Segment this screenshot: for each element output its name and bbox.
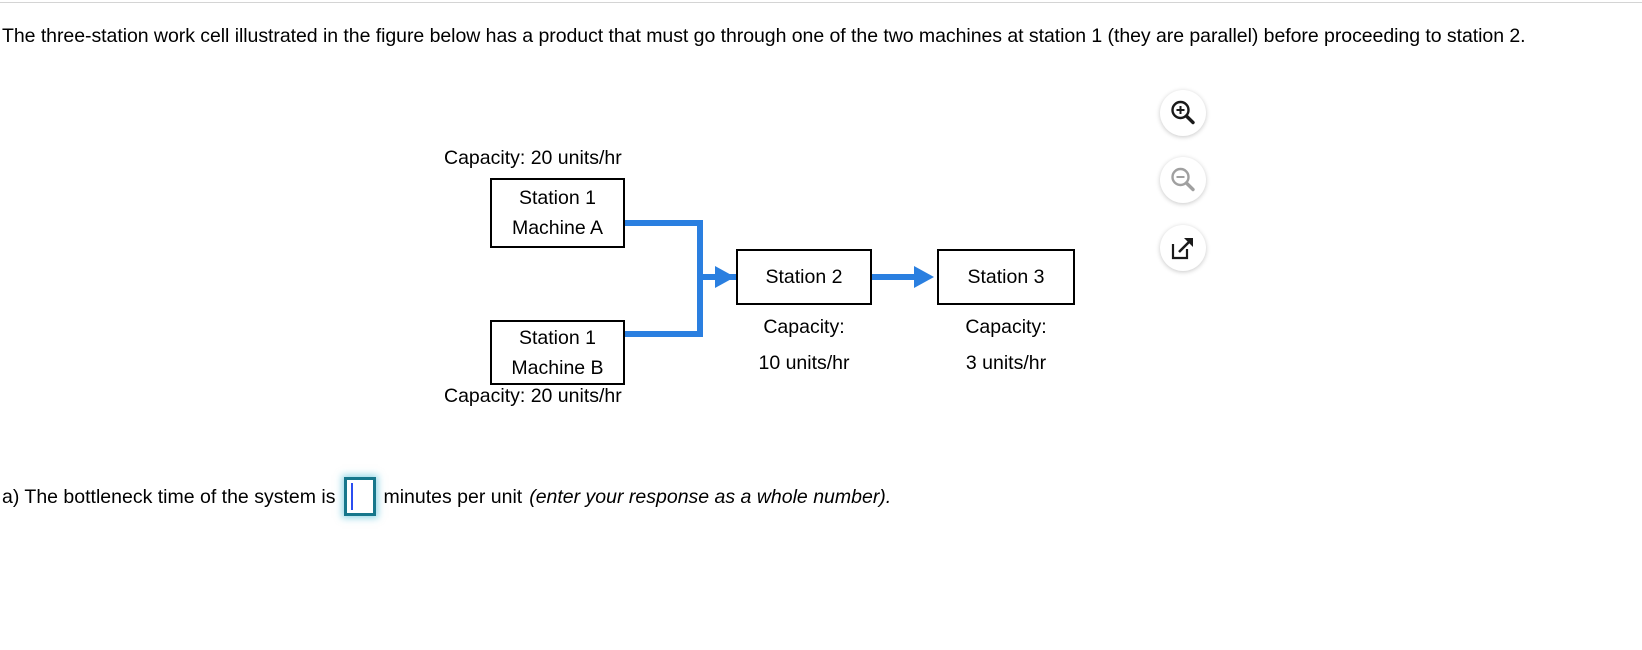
text-caret — [351, 483, 354, 510]
work-cell-diagram: Capacity: 20 units/hr Station 1 Machine … — [0, 90, 1200, 420]
answer-hint: (enter your response as a whole number). — [529, 485, 892, 508]
station-2-box: Station 2 — [736, 249, 872, 305]
connector-machine-a-horizontal — [625, 220, 703, 226]
machine-a-capacity-label: Capacity: 20 units/hr — [444, 147, 622, 169]
station-1-machine-a-line1: Station 1 — [519, 187, 596, 209]
station-3-capacity-line1: Capacity: — [965, 316, 1047, 338]
bottleneck-time-input[interactable] — [344, 477, 377, 516]
station-1-machine-a-line2: Machine A — [511, 217, 604, 239]
station-3-title: Station 3 — [967, 266, 1045, 288]
answer-row: a) The bottleneck time of the system is … — [2, 477, 891, 516]
arrow-head-to-station-3 — [914, 266, 934, 288]
connector-station-2-to-3-line — [872, 274, 920, 280]
question-prompt: The three-station work cell illustrated … — [2, 25, 1526, 47]
station-3-capacity-line2: 3 units/hr — [965, 352, 1047, 374]
zoom-in-icon — [1171, 100, 1195, 125]
answer-label-after: minutes per unit — [383, 485, 523, 508]
pop-out-button[interactable] — [1160, 225, 1206, 271]
station-2-capacity-line2: 10 units/hr — [758, 352, 850, 374]
station-3-box: Station 3 — [937, 249, 1075, 305]
pop-out-icon — [1171, 238, 1193, 260]
station-1-machine-b-line1: Station 1 — [519, 326, 596, 349]
station-2-title: Station 2 — [765, 266, 843, 288]
machine-b-capacity-label: Capacity: 20 units/hr — [444, 385, 622, 407]
station-1-machine-b-line2: Machine B — [511, 356, 604, 379]
answer-label-before: a) The bottleneck time of the system is — [2, 485, 336, 508]
top-divider — [0, 2, 1642, 3]
zoom-out-button[interactable] — [1160, 157, 1206, 203]
bottleneck-time-input-wrapper[interactable] — [344, 477, 377, 516]
station-2-capacity-line1: Capacity: — [763, 316, 845, 338]
connector-machine-b-horizontal — [625, 331, 703, 337]
station-1-machine-b-box: Station 1 Machine B — [490, 320, 625, 385]
arrow-head-to-station-2 — [715, 266, 735, 288]
zoom-out-icon — [1171, 167, 1195, 192]
zoom-in-button[interactable] — [1160, 90, 1206, 136]
station-1-machine-a-box: Station 1 Machine A — [490, 178, 625, 248]
